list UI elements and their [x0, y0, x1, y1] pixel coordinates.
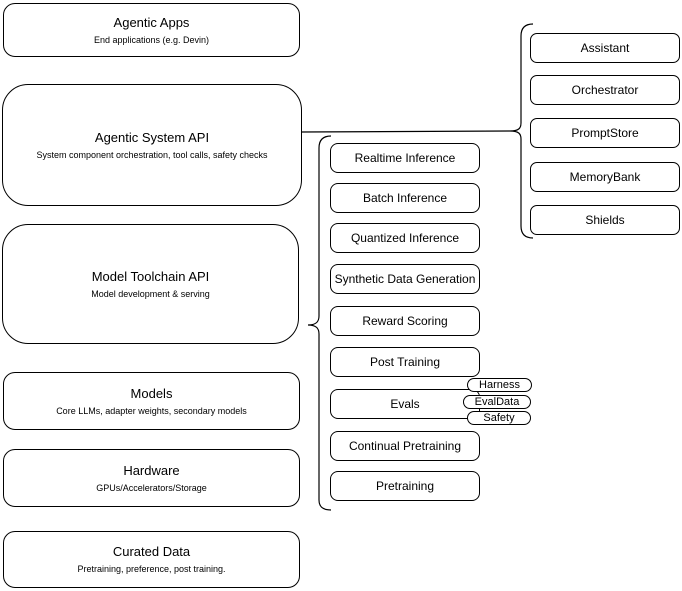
pill-label: Harness [479, 378, 520, 391]
node-agentic-apps: Agentic Apps End applications (e.g. Devi… [3, 3, 300, 57]
node-label: Realtime Inference [354, 151, 456, 165]
node-agentic-system-api: Agentic System API System component orch… [2, 84, 302, 206]
node-curated-data: Curated Data Pretraining, preference, po… [3, 531, 300, 588]
node-hardware: Hardware GPUs/Accelerators/Storage [3, 449, 300, 507]
pill-evaldata: EvalData [463, 395, 531, 409]
node-label: Synthetic Data Generation [334, 272, 476, 286]
node-title: Agentic System API [94, 129, 210, 145]
pill-harness: Harness [467, 378, 532, 392]
node-label: Reward Scoring [362, 314, 448, 328]
node-title: Models [130, 385, 173, 401]
node-label: Post Training [369, 355, 441, 369]
node-subtitle: System component orchestration, tool cal… [36, 149, 268, 160]
node-label: Orchestrator [571, 83, 639, 97]
node-promptstore: PromptStore [530, 118, 680, 148]
node-realtime-inference: Realtime Inference [330, 143, 480, 173]
node-assistant: Assistant [530, 33, 680, 63]
node-title: Model Toolchain API [91, 268, 210, 284]
node-shields: Shields [530, 205, 680, 235]
node-quantized-inference: Quantized Inference [330, 223, 480, 253]
node-orchestrator: Orchestrator [530, 75, 680, 105]
node-title: Agentic Apps [113, 14, 190, 30]
node-label: MemoryBank [569, 170, 641, 184]
node-continual-pretraining: Continual Pretraining [330, 431, 480, 461]
connector-line [300, 130, 511, 133]
node-title: Curated Data [112, 544, 191, 559]
node-subtitle: Core LLMs, adapter weights, secondary mo… [56, 405, 247, 416]
node-memorybank: MemoryBank [530, 162, 680, 192]
pill-safety: Safety [467, 411, 531, 425]
node-batch-inference: Batch Inference [330, 183, 480, 213]
node-label: Pretraining [375, 479, 435, 493]
node-label: Quantized Inference [350, 231, 460, 245]
node-subtitle: Pretraining, preference, post training. [77, 564, 226, 574]
node-label: PromptStore [571, 126, 639, 140]
node-label: Shields [585, 213, 625, 227]
node-subtitle: End applications (e.g. Devin) [93, 34, 210, 45]
node-evals: Evals [330, 389, 480, 419]
node-label: Assistant [580, 41, 630, 55]
pill-label: EvalData [474, 395, 520, 408]
components-brace [509, 23, 534, 239]
node-subtitle: Model development & serving [91, 288, 210, 299]
toolchain-brace [307, 135, 332, 511]
node-label: Batch Inference [362, 191, 448, 205]
node-pretraining: Pretraining [330, 471, 480, 501]
pill-label: Safety [483, 411, 515, 424]
node-reward-scoring: Reward Scoring [330, 306, 480, 336]
node-label: Continual Pretraining [348, 439, 462, 453]
node-synthetic-data-generation: Synthetic Data Generation [330, 264, 480, 294]
node-post-training: Post Training [330, 347, 480, 377]
node-models: Models Core LLMs, adapter weights, secon… [3, 372, 300, 430]
node-label: Evals [390, 397, 420, 411]
node-subtitle: GPUs/Accelerators/Storage [96, 482, 207, 493]
node-title: Hardware [123, 462, 180, 478]
node-model-toolchain-api: Model Toolchain API Model development & … [2, 224, 299, 344]
